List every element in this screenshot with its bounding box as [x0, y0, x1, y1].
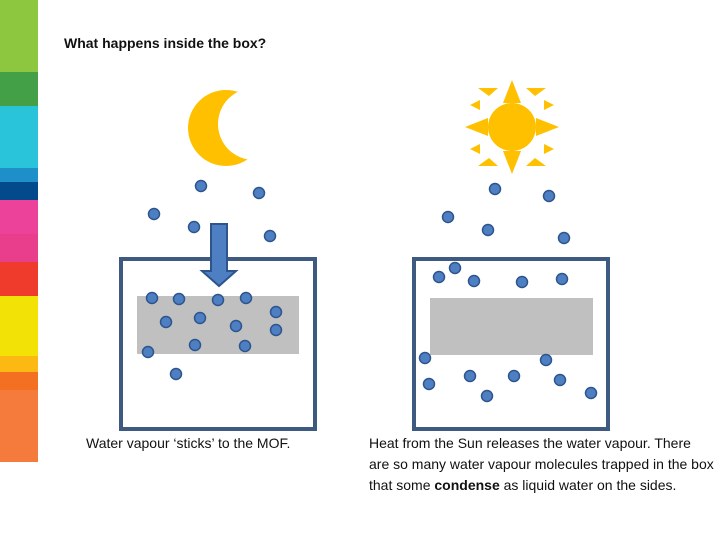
molecule — [542, 189, 556, 203]
stripe-4 — [0, 168, 38, 182]
right-molecules — [418, 182, 598, 403]
molecule — [539, 353, 553, 367]
molecule — [584, 386, 598, 400]
stripe-5 — [0, 182, 38, 200]
molecule — [422, 377, 436, 391]
down-arrow — [199, 223, 239, 288]
molecule — [238, 339, 252, 353]
molecule — [515, 275, 529, 289]
right-caption: Heat from the Sun releases the water vap… — [369, 433, 714, 496]
molecule — [147, 207, 161, 221]
stripe-10 — [0, 356, 38, 372]
molecule — [507, 369, 521, 383]
crescent-moon-icon — [188, 90, 264, 166]
molecule — [239, 291, 253, 305]
stripe-2 — [0, 72, 38, 106]
stripe-9 — [0, 296, 38, 356]
right-caption-text-1: Heat from the Sun releases the water vap… — [369, 435, 714, 493]
right-caption-bold: condense — [434, 477, 500, 493]
molecule — [141, 345, 155, 359]
left-caption: Water vapour ‘sticks’ to the MOF. — [86, 435, 291, 451]
stripe-11 — [0, 372, 38, 390]
molecule — [269, 305, 283, 319]
molecule — [252, 186, 266, 200]
molecule — [229, 319, 243, 333]
stripe-3 — [0, 106, 38, 168]
molecule — [188, 338, 202, 352]
sun-icon — [465, 80, 559, 174]
molecule — [263, 229, 277, 243]
molecule — [211, 293, 225, 307]
molecule — [159, 315, 173, 329]
molecule — [481, 223, 495, 237]
molecule — [187, 220, 201, 234]
molecule — [480, 389, 494, 403]
right-caption-text-2: as liquid water on the sides. — [499, 477, 677, 493]
molecule — [557, 231, 571, 245]
right-mof-block — [430, 298, 593, 355]
molecule — [418, 351, 432, 365]
right-box — [412, 257, 610, 431]
molecule — [553, 373, 567, 387]
page-title: What happens inside the box? — [64, 35, 267, 51]
molecule — [169, 367, 183, 381]
stripe-7 — [0, 234, 38, 262]
molecule — [488, 182, 502, 196]
molecule — [441, 210, 455, 224]
molecule — [172, 292, 186, 306]
stripe-12 — [0, 390, 38, 462]
molecule — [555, 272, 569, 286]
molecule — [432, 270, 446, 284]
molecule — [194, 179, 208, 193]
molecule — [145, 291, 159, 305]
stripe-8 — [0, 262, 38, 296]
molecule — [448, 261, 462, 275]
stripe-1 — [0, 0, 38, 72]
molecule — [269, 323, 283, 337]
molecule — [467, 274, 481, 288]
molecule — [193, 311, 207, 325]
stripe-6 — [0, 200, 38, 234]
molecule — [463, 369, 477, 383]
left-molecules — [141, 179, 283, 381]
